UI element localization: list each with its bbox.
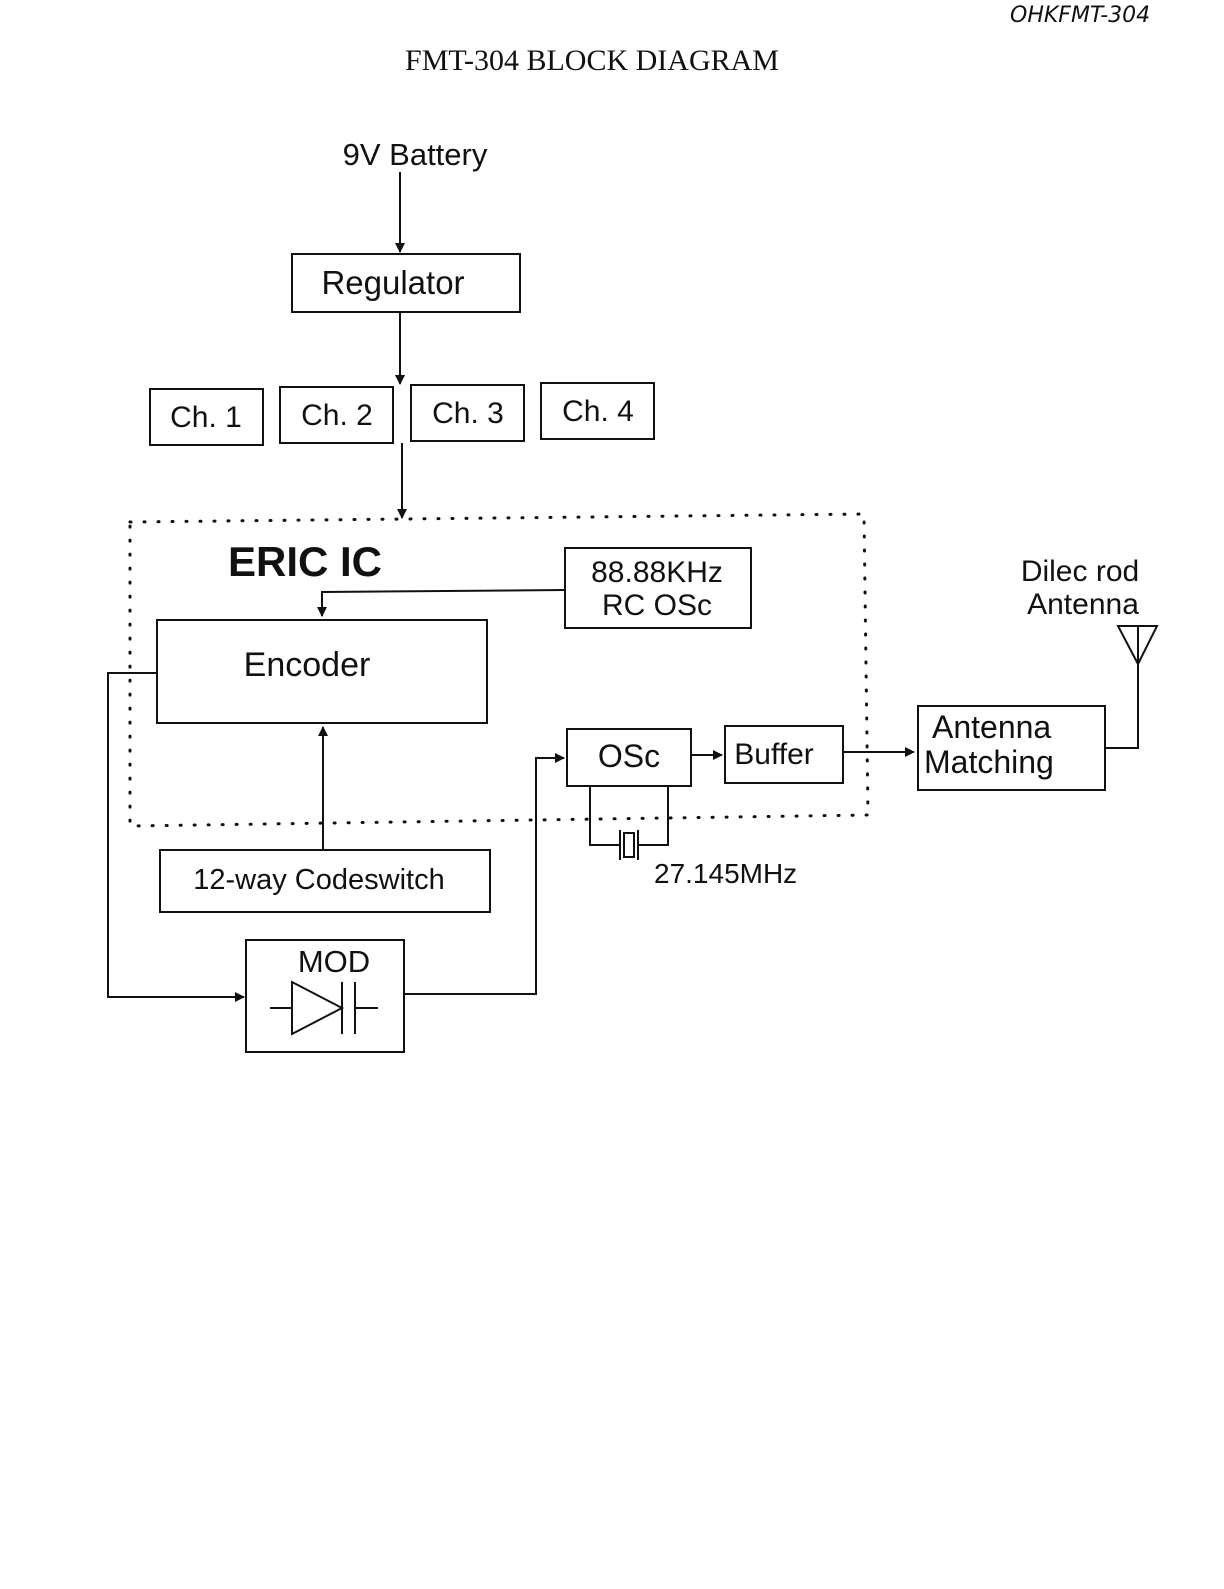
antenna-matching-label-line1: Antenna xyxy=(932,709,1051,745)
document-code: OHKFMT-304 xyxy=(1010,3,1150,28)
channel-1-block: Ch. 1 xyxy=(150,389,263,445)
antenna-label-line1: Dilec rod xyxy=(1021,555,1139,588)
page-title: FMT-304 BLOCK DIAGRAM xyxy=(405,44,779,77)
rc-osc-to-encoder-arrow xyxy=(322,590,565,616)
antenna-matching-block: Antenna Matching xyxy=(918,706,1105,790)
crystal-icon xyxy=(590,786,668,860)
antenna-label-line2: Antenna xyxy=(1027,588,1139,621)
codeswitch-label: 12-way Codeswitch xyxy=(193,864,444,896)
modulator-label: MOD xyxy=(298,944,370,979)
battery-label: 9V Battery xyxy=(343,137,488,172)
rc-oscillator-frequency: 88.88KHz xyxy=(591,556,723,589)
channel-3-block: Ch. 3 xyxy=(411,385,524,441)
matching-to-antenna-wire xyxy=(1105,664,1138,748)
rf-oscillator-label: OSc xyxy=(598,738,660,774)
rc-oscillator-label: RC OSc xyxy=(602,589,712,622)
eric-ic-label: ERIC IC xyxy=(228,538,382,585)
channel-4-block: Ch. 4 xyxy=(541,383,654,439)
channel-1-label: Ch. 1 xyxy=(170,401,242,434)
buffer-label: Buffer xyxy=(734,738,814,771)
codeswitch-block: 12-way Codeswitch xyxy=(160,850,490,912)
encoder-label: Encoder xyxy=(244,646,371,684)
buffer-block: Buffer xyxy=(725,726,843,783)
channel-2-label: Ch. 2 xyxy=(301,399,373,432)
regulator-label: Regulator xyxy=(321,264,464,301)
regulator-block: Regulator xyxy=(292,254,520,312)
channel-2-block: Ch. 2 xyxy=(280,387,393,443)
rf-oscillator-block: OSc xyxy=(567,729,691,786)
antenna-matching-label-line2: Matching xyxy=(924,744,1054,780)
encoder-block: Encoder xyxy=(157,620,487,723)
channel-4-label: Ch. 4 xyxy=(562,395,634,428)
rc-oscillator-block: 88.88KHz RC OSc xyxy=(565,548,751,628)
antenna-icon xyxy=(1118,626,1157,664)
modulator-block: MOD xyxy=(246,940,404,1052)
channel-3-label: Ch. 3 xyxy=(432,397,504,430)
crystal-frequency-label: 27.145MHz xyxy=(654,858,797,889)
